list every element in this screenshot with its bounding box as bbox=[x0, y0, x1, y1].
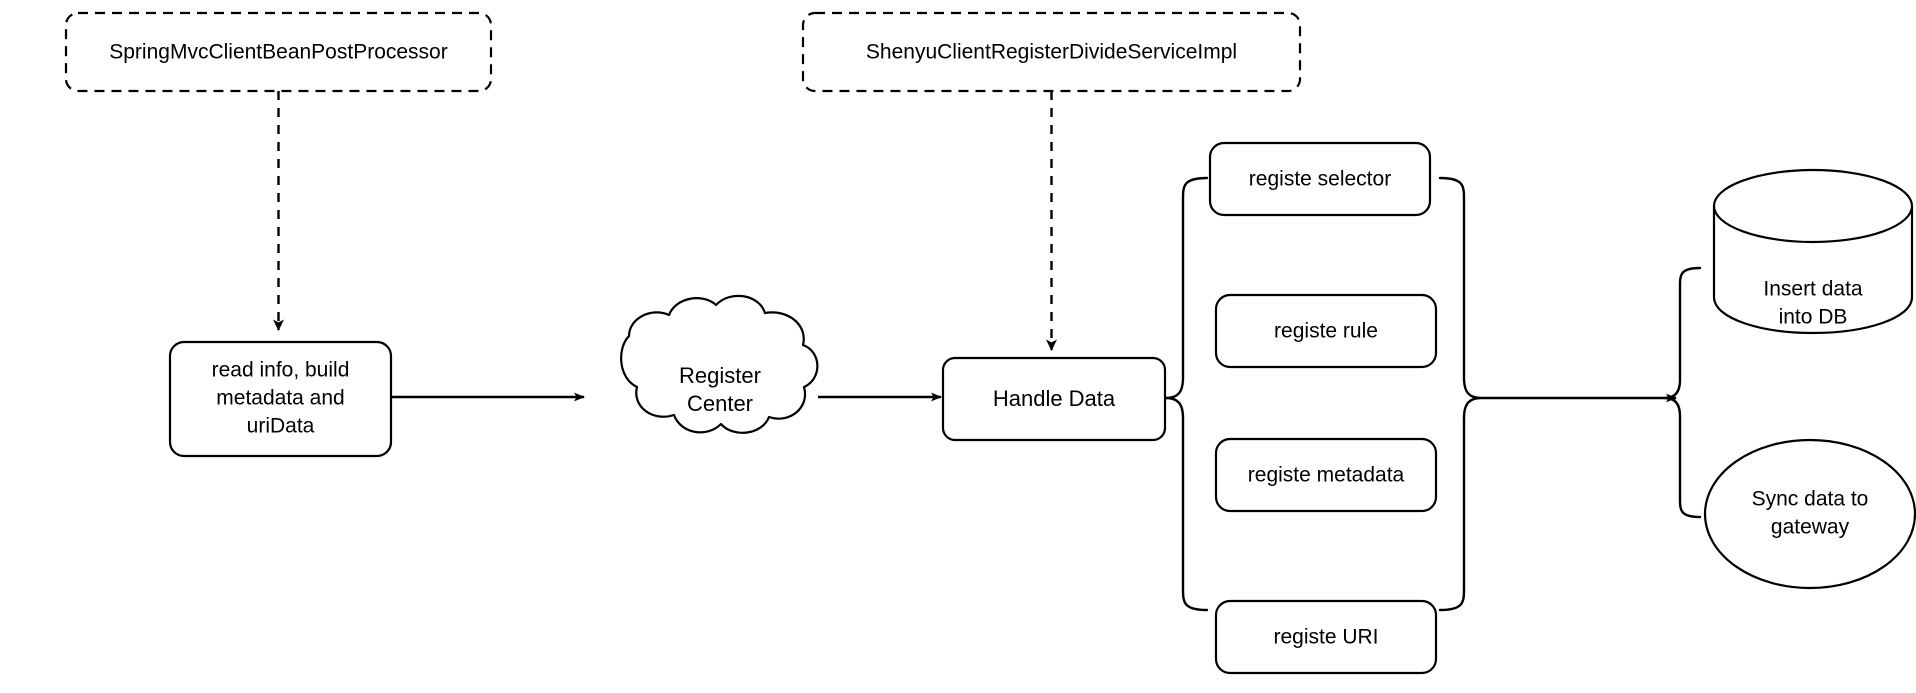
node-registe-uri-box bbox=[1214, 599, 1438, 675]
node-registe-uri-label: registe URI bbox=[1273, 626, 1378, 649]
node-read-info-label-line3: uriData bbox=[247, 415, 315, 438]
node-registe-rule-label: registe rule bbox=[1274, 320, 1378, 343]
brace-registe-collect bbox=[1438, 176, 1483, 612]
node-registe-rule[interactable]: registe rule bbox=[1214, 293, 1438, 369]
node-sync-gateway-label-line1: Sync data to bbox=[1752, 488, 1869, 511]
annotation-shenyu-service-label: ShenyuClientRegisterDivideServiceImpl bbox=[866, 41, 1237, 64]
node-handle-data-box bbox=[941, 356, 1167, 442]
node-register-center[interactable]: Register Center bbox=[620, 294, 819, 434]
annotation-spring-mvc[interactable]: SpringMvcClientBeanPostProcessor bbox=[64, 11, 493, 93]
brace-handle-data-fanout bbox=[1164, 176, 1209, 612]
node-registe-metadata-box bbox=[1214, 437, 1438, 513]
node-register-center-label-line1: Register bbox=[679, 363, 761, 388]
node-insert-db-label-line2: into DB bbox=[1779, 306, 1848, 329]
annotation-shenyu-service[interactable]: ShenyuClientRegisterDivideServiceImpl bbox=[801, 11, 1302, 93]
brace-sinks-fanout-path bbox=[1663, 266, 1702, 519]
node-read-info-label-line2: metadata and bbox=[216, 387, 344, 410]
node-sync-gateway-ellipse bbox=[1703, 438, 1916, 590]
node-insert-db-label-line1: Insert data bbox=[1763, 278, 1863, 301]
node-registe-selector[interactable]: registe selector bbox=[1208, 141, 1432, 217]
node-insert-db[interactable]: Insert data into DB bbox=[1712, 168, 1914, 335]
node-handle-data[interactable]: Handle Data bbox=[941, 356, 1167, 442]
node-register-center-cloud bbox=[620, 294, 819, 434]
node-registe-rule-box bbox=[1214, 293, 1438, 369]
node-sync-gateway-label-line2: gateway bbox=[1771, 516, 1850, 539]
node-registe-selector-box bbox=[1208, 141, 1432, 217]
node-read-info-label-line1: read info, build bbox=[212, 359, 350, 382]
node-register-center-label-line2: Center bbox=[687, 391, 753, 416]
node-read-info[interactable]: read info, build metadata and uriData bbox=[168, 340, 393, 458]
node-insert-db-top-ellipse bbox=[1712, 168, 1914, 244]
brace-sinks-fanout bbox=[1663, 266, 1702, 519]
node-registe-selector-label: registe selector bbox=[1249, 168, 1391, 191]
brace-registe-collect-path bbox=[1438, 176, 1483, 612]
node-registe-metadata[interactable]: registe metadata bbox=[1214, 437, 1438, 513]
annotation-spring-mvc-box bbox=[64, 11, 493, 93]
node-handle-data-label: Handle Data bbox=[993, 386, 1116, 411]
annotation-spring-mvc-label: SpringMvcClientBeanPostProcessor bbox=[109, 41, 447, 64]
node-read-info-box bbox=[168, 340, 393, 458]
node-registe-uri[interactable]: registe URI bbox=[1214, 599, 1438, 675]
brace-handle-data-fanout-path bbox=[1164, 176, 1209, 612]
node-registe-metadata-label: registe metadata bbox=[1248, 464, 1405, 487]
node-sync-gateway[interactable]: Sync data to gateway bbox=[1703, 438, 1916, 590]
